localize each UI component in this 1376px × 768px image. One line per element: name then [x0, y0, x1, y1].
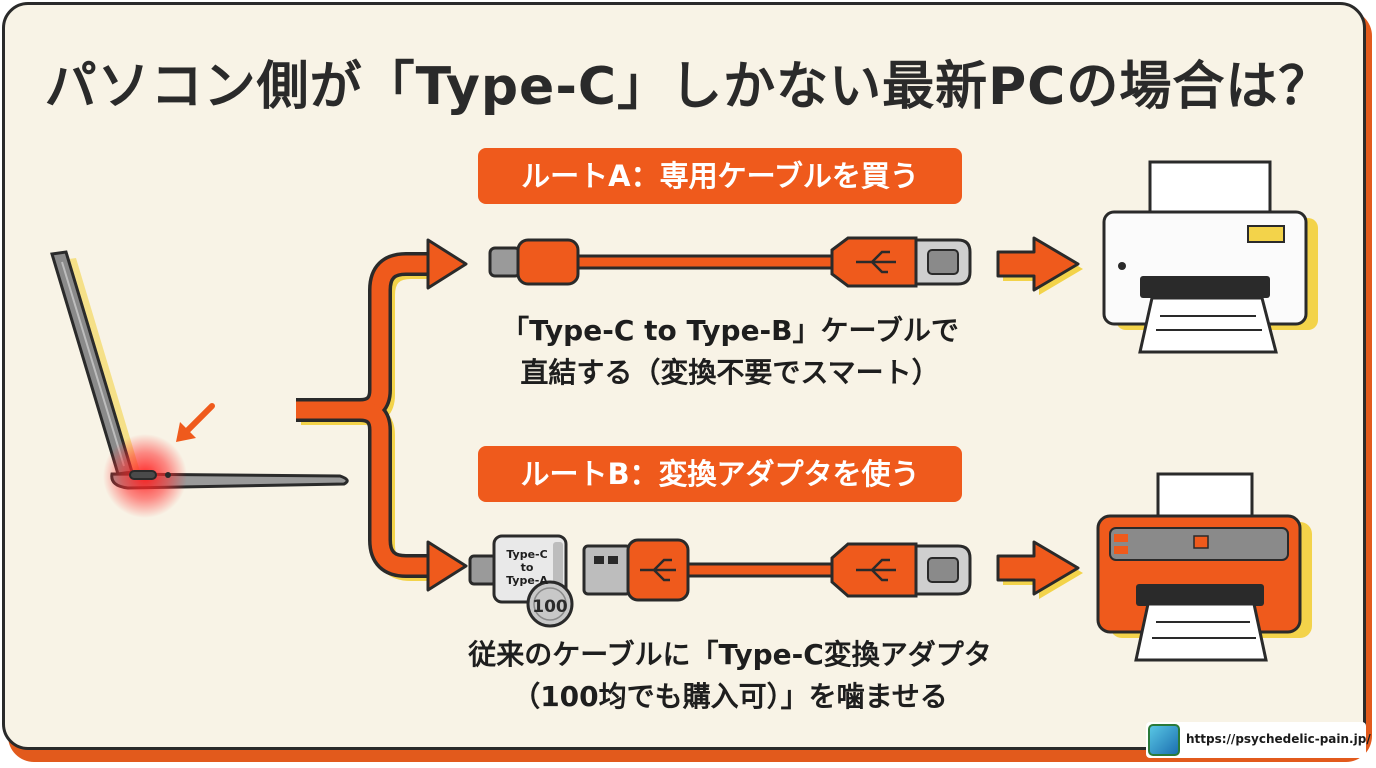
- adapter-label-line2: to: [521, 561, 534, 574]
- adapter-label-line3: Type-A: [506, 574, 548, 587]
- page-title: パソコン側が「Type-C」しかない最新PCの場合は？: [44, 57, 1332, 117]
- route-a-caption-line1: 「Type-C to Type-B」ケーブルで: [501, 314, 959, 347]
- source-url-badge[interactable]: https://psychedelic-pain.jp/: [1146, 722, 1371, 758]
- route-b-caption-line1: 従来のケーブルに「Type-C変換アダプタ: [468, 638, 992, 671]
- laptop-icon: [50, 250, 349, 518]
- cable-type-c-to-b-icon: [488, 236, 972, 288]
- cable-type-a-to-b-icon: [582, 538, 972, 602]
- coin-label: 100: [532, 597, 568, 617]
- arrow-to-printer-a-icon: [996, 236, 1083, 295]
- coin-100-icon: [526, 580, 574, 628]
- arrow-to-printer-b-icon: [996, 540, 1083, 599]
- route-a-caption: 「Type-C to Type-B」ケーブルで 直結する（変換不要でスマート）: [420, 310, 1040, 394]
- route-a-label: ルートA：専用ケーブルを買う: [478, 148, 962, 204]
- pointer-arrow-icon: [176, 403, 215, 442]
- adapter-label-line1: Type-C: [506, 548, 547, 561]
- source-url[interactable]: https://psychedelic-pain.jp/: [1186, 732, 1371, 746]
- route-b-label: ルートB：変換アダプタを使う: [478, 446, 962, 502]
- route-a-caption-line2: 直結する（変換不要でスマート）: [520, 356, 940, 389]
- route-b-caption: 従来のケーブルに「Type-C変換アダプタ （100均でも購入可）」を噛ませる: [420, 634, 1040, 718]
- printer-white-icon: [1102, 160, 1318, 354]
- site-logo-icon: [1148, 724, 1180, 756]
- usb-c-port: [129, 470, 157, 480]
- printer-orange-icon: [1096, 472, 1312, 662]
- route-b-caption-line2: （100均でも購入可）」を噛ませる: [512, 680, 948, 713]
- branch-connector: [296, 238, 468, 592]
